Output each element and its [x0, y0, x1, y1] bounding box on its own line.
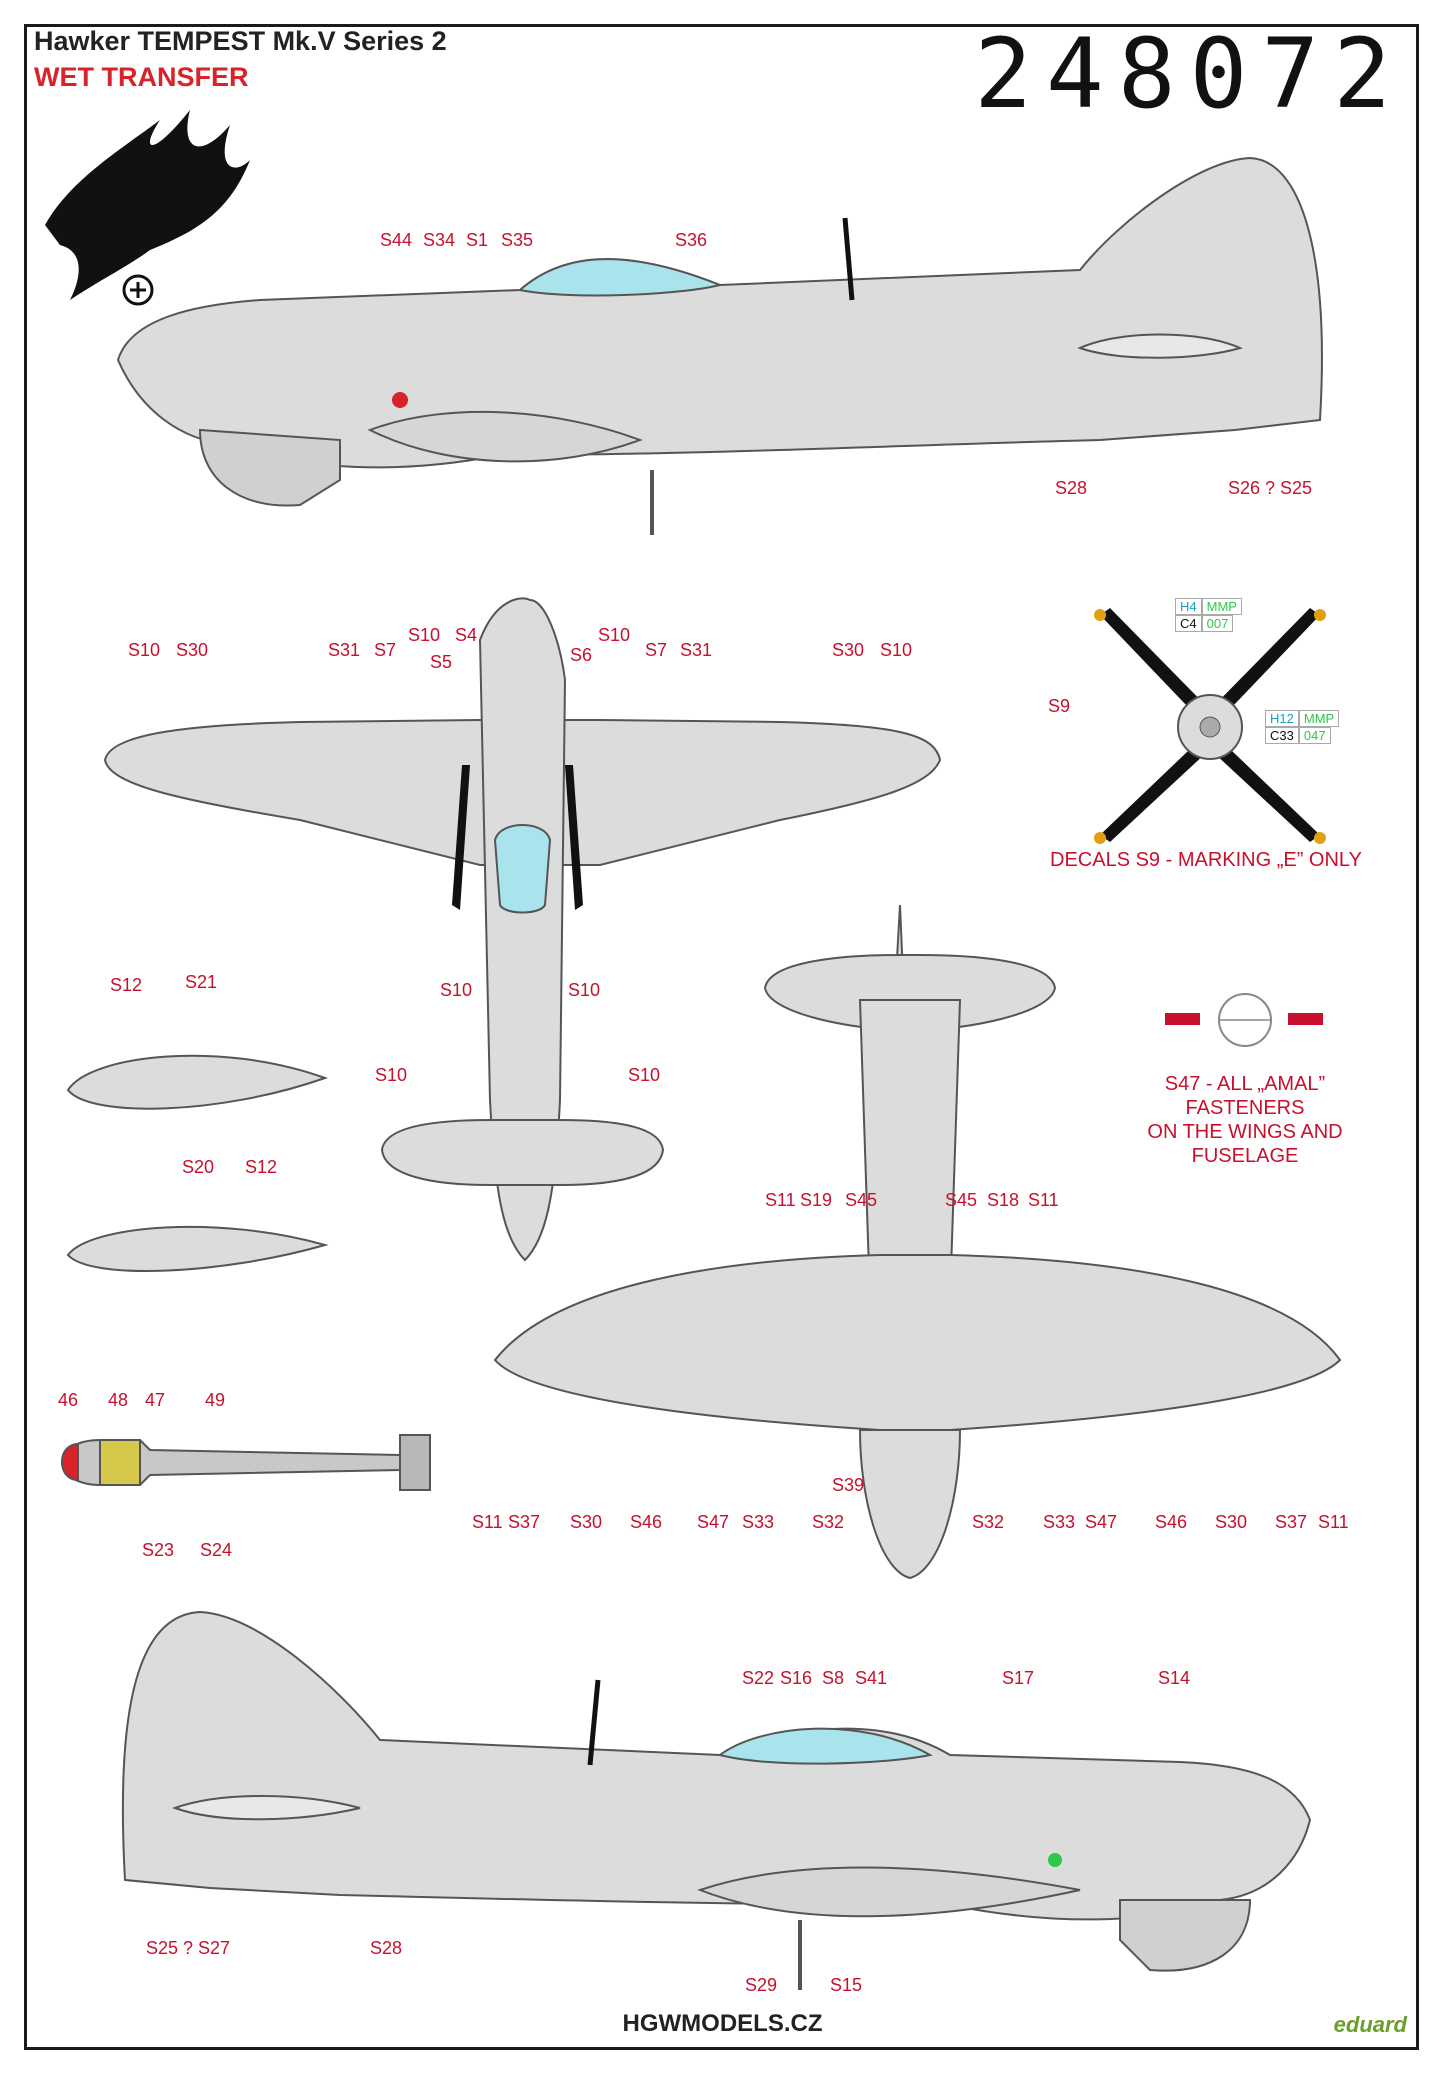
- wing-label: S31: [328, 640, 361, 660]
- under-label: S37: [508, 1512, 541, 1532]
- label-s1: S1: [466, 230, 489, 250]
- legend-h4: H4: [1175, 598, 1202, 615]
- bomb-label: 47: [145, 1390, 166, 1410]
- eduard-logo: eduard: [1333, 2012, 1407, 2037]
- under-label: S37: [1275, 1512, 1308, 1532]
- under-label: S11: [472, 1512, 503, 1532]
- under-label: S46: [1155, 1512, 1188, 1532]
- wing-label: S10: [128, 640, 161, 660]
- under-label: S32: [972, 1512, 1005, 1532]
- footer-site: HGWMODELS.CZ: [622, 2010, 823, 2037]
- wing-top-view: [103, 597, 942, 1262]
- page-subtitle: WET TRANSFER: [34, 62, 249, 92]
- bomb-label: 49: [205, 1390, 226, 1410]
- under-label: S33: [742, 1512, 775, 1532]
- tail-label: S10: [375, 1065, 408, 1085]
- legend-mmp: MMP: [1298, 710, 1340, 727]
- wing-label: S10: [568, 980, 601, 1000]
- fastener-note-line: FUSELAGE: [1191, 1145, 1299, 1167]
- prop-note: DECALS S9 - MARKING „E” ONLY: [1050, 849, 1362, 871]
- wing-label: S10: [440, 980, 473, 1000]
- wing-label: S4: [455, 625, 478, 645]
- tank-label: S20: [182, 1157, 215, 1177]
- fastener-note-line: FASTENERS: [1185, 1097, 1305, 1119]
- under-label: S45: [945, 1190, 978, 1210]
- under-label: S11: [765, 1190, 796, 1210]
- wing-label: S7: [645, 640, 668, 660]
- side-label: S25 ? S27: [146, 1938, 231, 1958]
- side-view-bottom: [121, 1610, 1312, 1990]
- legend-mmp: MMP: [1201, 598, 1242, 615]
- side-label: S17: [1002, 1668, 1035, 1688]
- under-label: S39: [832, 1475, 865, 1495]
- bomb-label: 48: [108, 1390, 129, 1410]
- side-label: S23: [142, 1540, 175, 1560]
- wing-label: S7: [374, 640, 397, 660]
- tank-label: S12: [110, 975, 143, 995]
- under-label: S47: [1085, 1512, 1118, 1532]
- wing-label: S31: [680, 640, 713, 660]
- side-label: S14: [1158, 1668, 1191, 1688]
- fastener-note-line: S47 - ALL „AMAL”: [1164, 1073, 1326, 1095]
- under-label: S11: [1028, 1190, 1059, 1210]
- label-s36: S36: [675, 230, 708, 250]
- label-s44: S44: [380, 230, 413, 250]
- side-label: S24: [200, 1540, 233, 1560]
- bomb-label: 46: [58, 1390, 79, 1410]
- under-label: S46: [630, 1512, 663, 1532]
- eagle-logo-icon: [45, 110, 250, 306]
- tank-label: S21: [185, 972, 218, 992]
- tail-label: S10: [628, 1065, 661, 1085]
- side-label: S41: [855, 1668, 888, 1688]
- wing-label: S10: [408, 625, 441, 645]
- under-label: S11: [1318, 1512, 1349, 1532]
- legend-c4: C4: [1175, 615, 1202, 632]
- wing-label: S10: [598, 625, 631, 645]
- product-number: 248072: [974, 18, 1405, 130]
- side-label: S28: [370, 1938, 403, 1958]
- under-label: S45: [845, 1190, 878, 1210]
- label-s35: S35: [501, 230, 534, 250]
- wing-label: S6: [570, 645, 593, 665]
- side-label: S8: [822, 1668, 845, 1688]
- under-label: S18: [987, 1190, 1020, 1210]
- legend-h12: H12: [1265, 710, 1299, 727]
- under-label: S32: [812, 1512, 845, 1532]
- under-label: S33: [1043, 1512, 1076, 1532]
- legend-007: 007: [1201, 615, 1234, 632]
- drop-tanks: [66, 1054, 329, 1272]
- label-s26-s25: S26 ? S25: [1228, 478, 1313, 498]
- under-label: S30: [570, 1512, 603, 1532]
- page-frame: [24, 24, 1419, 2050]
- legend-047: 047: [1298, 727, 1331, 744]
- under-label: S19: [800, 1190, 833, 1210]
- wing-label: S5: [430, 652, 453, 672]
- wing-label: S30: [176, 640, 209, 660]
- wing-label: S30: [832, 640, 865, 660]
- side-label: S29: [745, 1975, 778, 1995]
- tank-label: S12: [245, 1157, 278, 1177]
- side-label: S16: [780, 1668, 813, 1688]
- under-label: S47: [697, 1512, 730, 1532]
- side-label: S15: [830, 1975, 863, 1995]
- side-label: S22: [742, 1668, 775, 1688]
- propeller-icon: [1094, 608, 1326, 844]
- label-s34: S34: [423, 230, 456, 250]
- page-title: Hawker TEMPEST Mk.V Series 2: [34, 26, 447, 56]
- label-s28-top: S28: [1055, 478, 1088, 498]
- fastener-note-line: ON THE WINGS AND: [1147, 1121, 1343, 1143]
- fastener-note: S47 - ALL „AMAL” FASTENERS ON THE WINGS …: [1130, 1072, 1360, 1168]
- bomb-icon: [60, 1434, 431, 1491]
- wing-label: S10: [880, 640, 913, 660]
- legend-c33: C33: [1265, 727, 1299, 744]
- underside-view: [493, 904, 1342, 1580]
- under-label: S30: [1215, 1512, 1248, 1532]
- label-s9: S9: [1048, 696, 1071, 716]
- fastener-sample-icon: [1165, 993, 1323, 1047]
- side-view-top: [116, 156, 1323, 535]
